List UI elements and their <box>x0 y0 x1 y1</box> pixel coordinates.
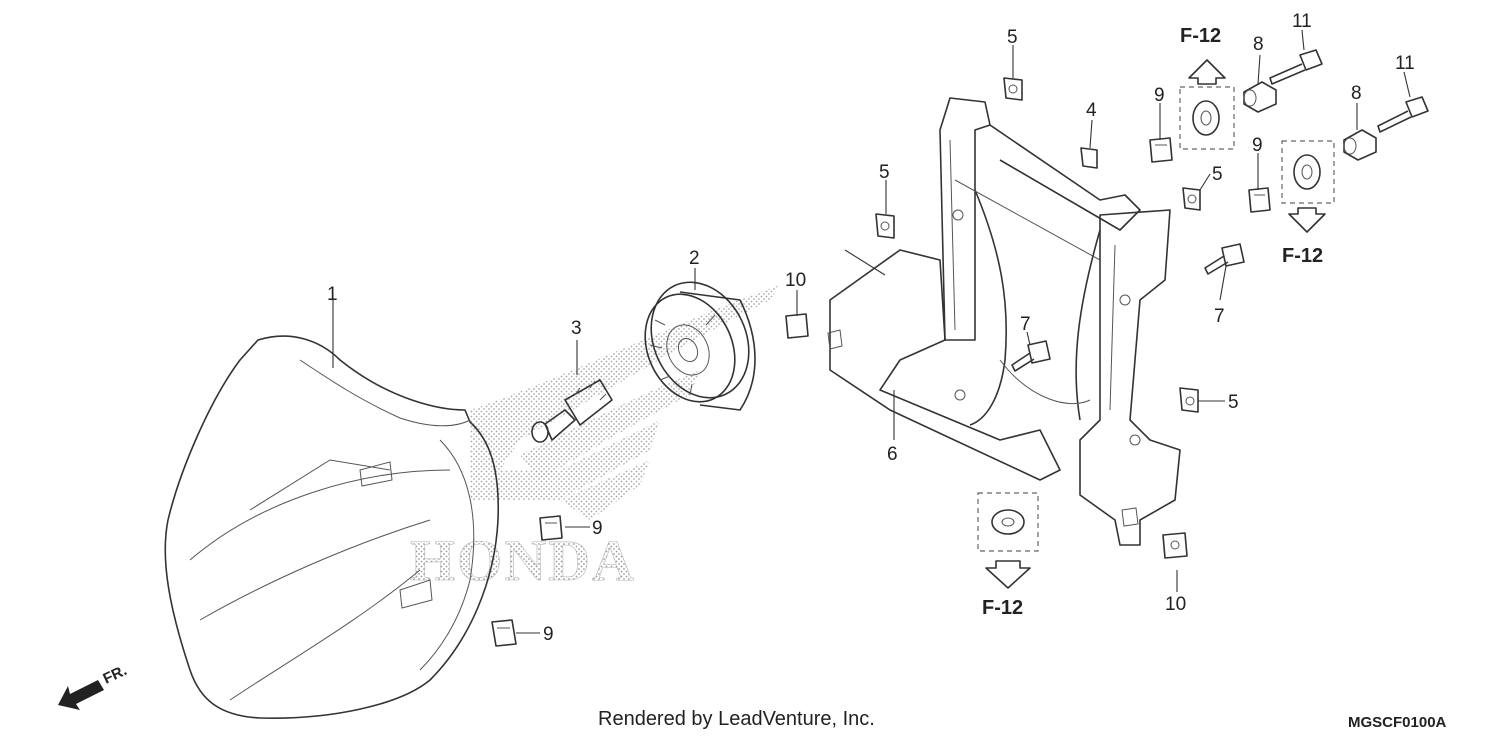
lamp-housing <box>644 281 756 411</box>
headlight-stay <box>827 97 1181 546</box>
callout-3: 3 <box>571 318 582 339</box>
reference-f12: F-12 <box>1282 245 1323 267</box>
callout-6: 6 <box>887 444 898 465</box>
callout-5: 5 <box>1007 27 1018 48</box>
callout-2: 2 <box>689 248 700 269</box>
small-fasteners <box>491 49 1429 647</box>
honda-wing-logo <box>470 285 780 520</box>
callout-8: 8 <box>1253 34 1264 55</box>
callout-5: 5 <box>879 162 890 183</box>
front-direction-arrow-icon <box>58 680 104 710</box>
callout-1: 1 <box>327 284 338 305</box>
reference-f12: F-12 <box>982 597 1023 619</box>
leader-lines <box>332 29 1411 634</box>
callout-11: 11 <box>1395 53 1415 74</box>
callout-9: 9 <box>592 518 603 539</box>
callout-9: 9 <box>1252 135 1263 156</box>
front-direction-label: FR. <box>101 662 130 688</box>
honda-watermark-text: HONDA <box>410 528 636 593</box>
callout-7: 7 <box>1214 306 1225 327</box>
render-credit: Rendered by LeadVenture, Inc. <box>598 708 875 730</box>
callout-10: 10 <box>785 270 806 291</box>
diagram-code: MGSCF0100A <box>1348 714 1447 731</box>
f12-arrow-icons <box>985 59 1326 589</box>
callout-9: 9 <box>543 624 554 645</box>
callout-4: 4 <box>1086 100 1097 121</box>
callout-7: 7 <box>1020 314 1031 335</box>
callout-5: 5 <box>1212 164 1223 185</box>
callout-11: 11 <box>1292 11 1312 32</box>
callout-5: 5 <box>1228 392 1239 413</box>
reference-f12: F-12 <box>1180 25 1221 47</box>
callout-8: 8 <box>1351 83 1362 104</box>
callout-10: 10 <box>1165 594 1186 615</box>
headlight-unit <box>164 335 500 719</box>
headlight-bulb <box>531 379 613 443</box>
callout-9: 9 <box>1154 85 1165 106</box>
